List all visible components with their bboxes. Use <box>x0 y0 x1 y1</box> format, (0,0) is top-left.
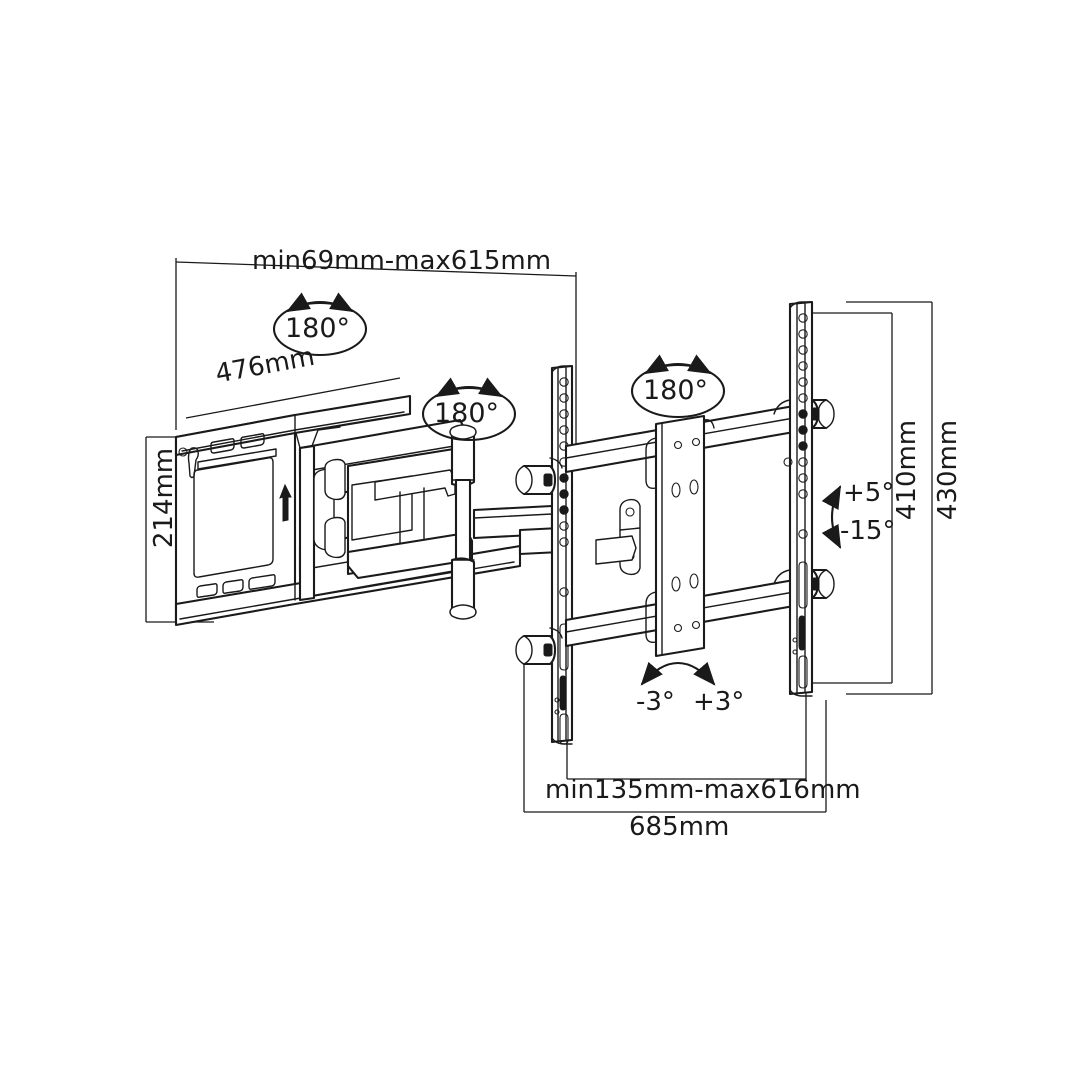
label-wall-plate-height: 214mm <box>149 447 180 549</box>
rotation-badge-3-arc <box>630 354 726 419</box>
label-tilt-up: +5° <box>843 478 895 508</box>
rail-spacer-right-bottom <box>810 568 835 600</box>
label-bracket-height: 430mm <box>933 419 964 521</box>
dimension-bracket-height <box>846 301 933 695</box>
label-vesa-height: 410mm <box>892 419 923 521</box>
dimension-extension-range <box>175 258 577 470</box>
label-rotation-badge-1: 180° <box>285 313 351 344</box>
label-level-left: -3° <box>636 687 675 717</box>
label-depth-range: min135mm-max616mm <box>545 775 861 805</box>
label-rotation-badge-3: 180° <box>643 375 709 406</box>
extension-arm <box>472 504 568 556</box>
label-level-right: +3° <box>693 687 745 717</box>
vesa-rail-right <box>773 300 814 697</box>
arm-pivot-barrels <box>449 424 477 620</box>
articulating-arm-inner <box>298 418 474 602</box>
rail-spacer-left-top <box>515 457 563 496</box>
tilt-arc-indicator <box>821 485 842 549</box>
orientation-up-arrow <box>279 483 292 522</box>
label-rotation-badge-2: 180° <box>434 398 500 429</box>
label-overall-width: 685mm <box>629 812 730 842</box>
rail-spacer-left-bottom <box>515 627 563 666</box>
rail-spacer-right-top <box>810 398 835 430</box>
dimension-vesa-height <box>806 312 893 684</box>
dimension-wall-plate-width <box>185 377 401 419</box>
vesa-rail-left <box>550 364 574 745</box>
label-extension-range: min69mm-max615mm <box>252 246 552 276</box>
level-arc-indicator <box>640 661 716 686</box>
label-tilt-down: -15° <box>840 516 896 546</box>
dimension-depth-range <box>566 688 807 780</box>
rotation-badge-2-arc <box>421 377 517 442</box>
dimension-overall-width <box>523 656 827 813</box>
rotation-badge-1-arc <box>272 292 368 357</box>
center-latch <box>595 498 641 576</box>
center-vesa-plate <box>645 414 715 658</box>
